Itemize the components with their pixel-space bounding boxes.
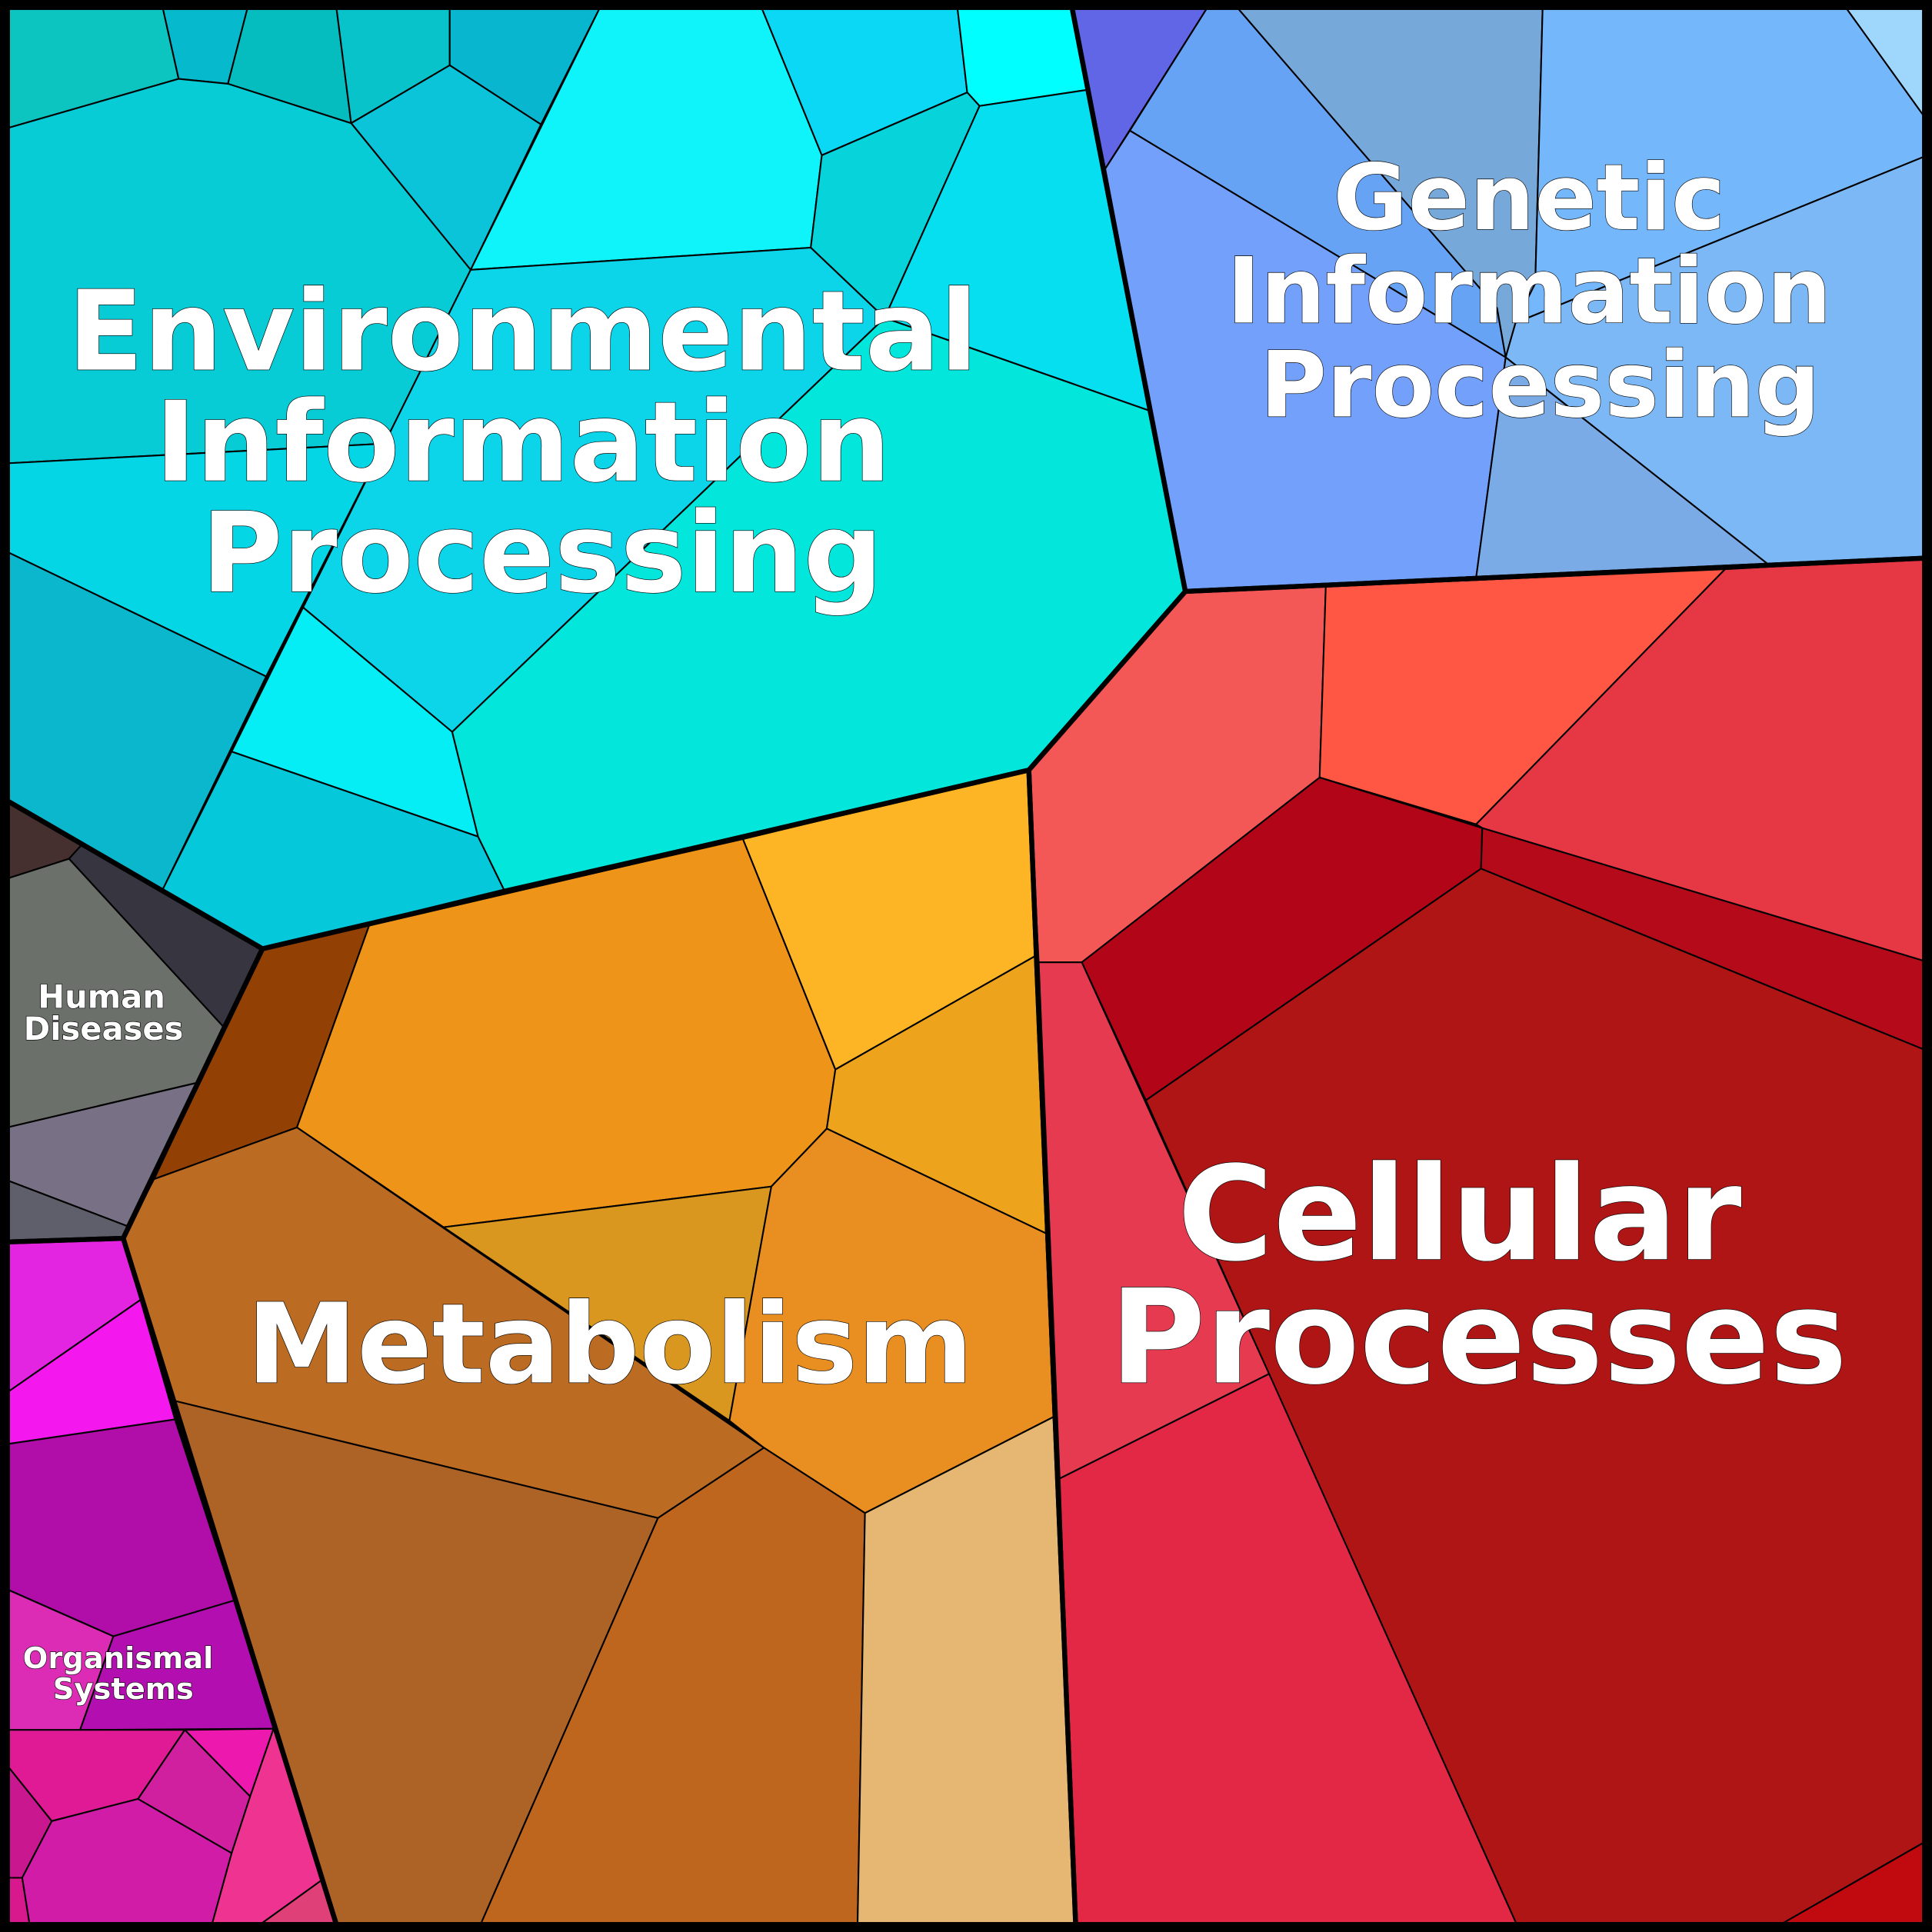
label-line: Systems [53,1672,194,1707]
label-metabolism: Metabolism [247,1280,974,1409]
label-cellular-processes: Cellular Processes [1110,1138,1847,1414]
label-line: Human [38,978,165,1015]
label-line: Diseases [24,1010,184,1048]
label-line: Information [155,378,891,508]
label-human-diseases: Human Diseases [24,978,184,1048]
label-environmental-information-processing: Environmental Information Processing [68,268,1017,618]
label-line: Processes [1110,1261,1847,1414]
cells-layer [6,6,1926,1926]
label-genetic-information-processing: Genetic Information Processing [1227,145,1864,438]
label-line: Organismal [23,1641,214,1676]
label-line: Processing [202,489,883,618]
label-line: Genetic [1333,145,1725,251]
env-cell [956,6,1088,107]
label-line: Information [1227,238,1832,345]
label-line: Environmental [68,268,978,397]
label-organismal-systems: Organismal Systems [23,1641,224,1707]
label-line: Cellular [1178,1138,1742,1291]
group-labels: Environmental Information Processing Gen… [22,144,1864,1707]
label-line: Processing [1260,331,1820,438]
